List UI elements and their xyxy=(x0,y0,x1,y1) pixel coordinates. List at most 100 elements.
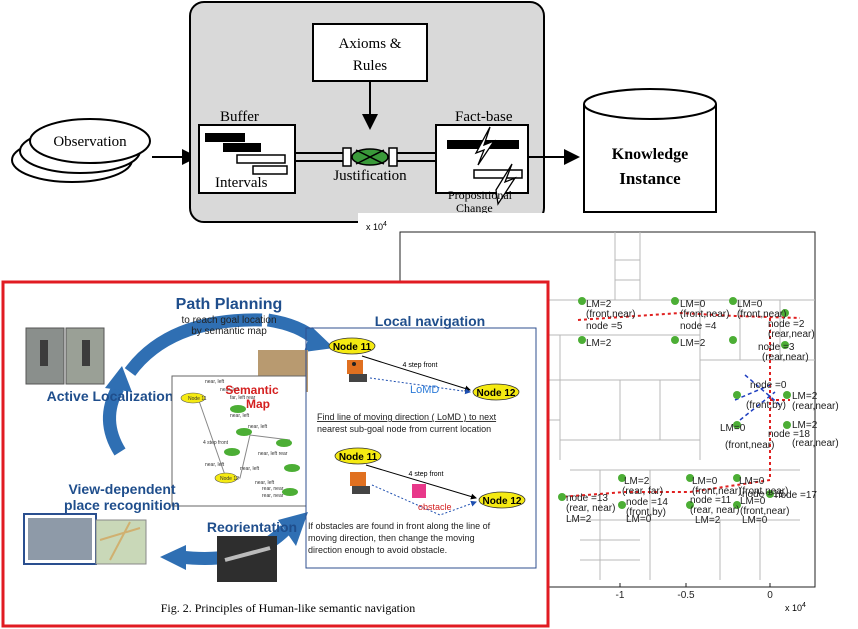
svg-text:node =14: node =14 xyxy=(626,497,668,508)
svg-text:(rear,near): (rear,near) xyxy=(762,352,809,363)
svg-text:LM=2: LM=2 xyxy=(792,391,818,402)
reorientation-title: Reorientation xyxy=(207,519,297,535)
path-planning-title: Path Planning xyxy=(176,296,283,313)
svg-text:Node 12: Node 12 xyxy=(220,476,239,482)
observation-label: Observation xyxy=(53,134,127,150)
scenario-lomd: Node 11 Node 12 4 step front LoMD Find l… xyxy=(317,337,520,434)
svg-text:(rear,near): (rear,near) xyxy=(792,401,839,412)
svg-text:near, left: near, left xyxy=(205,462,225,468)
knowledge-label-line2: Instance xyxy=(619,169,681,188)
svg-text:LM=2: LM=2 xyxy=(680,338,706,349)
svg-text:near, left: near, left xyxy=(220,387,240,393)
svg-text:LM=0: LM=0 xyxy=(626,514,652,525)
svg-text:(front,by): (front,by) xyxy=(746,400,786,411)
svg-text:LM=2: LM=2 xyxy=(792,420,818,431)
semantic-map-panel: Node 11 near, left near, left far, left … xyxy=(171,350,308,507)
svg-text:LM=0: LM=0 xyxy=(739,476,765,487)
svg-text:node =5: node =5 xyxy=(586,321,623,332)
svg-text:4 step front: 4 step front xyxy=(402,362,437,369)
corridor-photo xyxy=(25,327,105,385)
svg-text:LoMD: LoMD xyxy=(410,384,439,396)
semantic-map-label-line1: Semantic xyxy=(225,383,279,397)
svg-text:LM=0: LM=0 xyxy=(742,515,768,526)
svg-text:(rear, near): (rear, near) xyxy=(690,505,739,516)
svg-text:LM=2: LM=2 xyxy=(586,299,612,310)
place-recognition-photos xyxy=(23,513,147,565)
svg-text:Find line of moving direction: Find line of moving direction ( LoMD ) t… xyxy=(317,412,497,422)
svg-text:LM=2: LM=2 xyxy=(566,514,592,525)
obstacle-box xyxy=(412,484,426,498)
svg-text:node =17: node =17 xyxy=(775,490,817,501)
intervals-label: Intervals xyxy=(215,175,268,191)
scenario-obstacle: Node 11 Node 12 4 step front obstacle If… xyxy=(308,447,526,555)
svg-text:(front,near): (front,near) xyxy=(680,309,729,320)
justification-label: Justification xyxy=(333,168,407,184)
path-planning-sub2: by semantic map xyxy=(191,326,267,337)
buffer-label: Buffer xyxy=(220,109,259,125)
propositional-label-line1: Propositional xyxy=(448,188,513,202)
highlight-frame xyxy=(1,280,550,628)
active-localization-title: Active Localization xyxy=(47,388,174,404)
svg-text:0: 0 xyxy=(767,590,773,601)
svg-text:node =0: node =0 xyxy=(750,380,787,391)
svg-text:4 step front: 4 step front xyxy=(408,471,443,478)
path-planning-sub1: to reach goal location xyxy=(181,315,276,326)
semantic-navigation-figure: Path Planning to reach goal location by … xyxy=(1,280,550,628)
propositional-label-line2: Change xyxy=(456,201,493,215)
robot-icon xyxy=(347,360,367,382)
figure-caption: Fig. 2. Principles of Human-like semanti… xyxy=(161,601,416,615)
svg-text:(front,near): (front,near) xyxy=(586,309,635,320)
svg-text:LM=0: LM=0 xyxy=(740,496,766,507)
svg-text:(rear, near): (rear, near) xyxy=(566,503,615,514)
svg-text:node =3: node =3 xyxy=(758,342,795,353)
svg-text:LM=2: LM=2 xyxy=(695,515,721,526)
svg-text:near, left: near, left xyxy=(255,480,275,486)
svg-text:(rear,near): (rear,near) xyxy=(768,329,815,340)
heading-lines xyxy=(734,374,781,421)
robot-icon-2 xyxy=(350,472,370,494)
knowledge-instance-cylinder: Knowledge Instance xyxy=(583,88,717,213)
svg-text:near, left: near, left xyxy=(205,379,225,385)
reasoning-pipeline-diagram: Observation Axioms & Rules Buffer Interv… xyxy=(11,1,717,223)
svg-text:(rear,near): (rear,near) xyxy=(792,438,839,449)
svg-text:near, left: near, left xyxy=(240,466,260,472)
svg-text:obstacle: obstacle xyxy=(418,502,452,512)
svg-text:If obstacles are found in fron: If obstacles are found in front along th… xyxy=(308,521,491,531)
svg-text:node =16: node =16 xyxy=(742,489,784,500)
view-dependent-title-line1: View-dependent xyxy=(68,481,175,497)
svg-text:direction enough to avoid obst: direction enough to avoid obstacle. xyxy=(308,545,447,555)
x-exponent: x 104 xyxy=(785,602,806,613)
svg-text:(front,near): (front,near) xyxy=(692,486,741,497)
svg-text:(front,near): (front,near) xyxy=(740,506,789,517)
svg-text:far, left rear: far, left rear xyxy=(230,395,256,401)
svg-text:node =4: node =4 xyxy=(680,321,717,332)
svg-text:Node 11: Node 11 xyxy=(339,452,378,463)
svg-text:Node 12: Node 12 xyxy=(483,496,522,507)
semantic-map-label-line2: Map xyxy=(246,397,270,411)
justification-valve-icon xyxy=(342,147,398,167)
axioms-label-line1: Axioms & xyxy=(339,36,402,52)
axioms-label-line2: Rules xyxy=(353,58,387,74)
svg-text:rear, near: rear, near xyxy=(262,493,284,499)
svg-text:LM=0: LM=0 xyxy=(680,299,706,310)
svg-text:LM=2: LM=2 xyxy=(624,476,650,487)
svg-text:LM=2: LM=2 xyxy=(586,338,612,349)
knowledge-label-line1: Knowledge xyxy=(612,146,688,163)
local-navigation-box xyxy=(305,327,537,569)
svg-text:near, left rear: near, left rear xyxy=(258,451,288,457)
svg-text:near, left: near, left xyxy=(230,413,250,419)
fact-base-label: Fact-base xyxy=(455,109,513,125)
svg-text:(front,near): (front,near) xyxy=(725,440,774,451)
svg-text:moving direction, then change: moving direction, then change the moving xyxy=(308,533,475,543)
svg-text:(front,near): (front,near) xyxy=(737,309,786,320)
axioms-box xyxy=(312,23,428,82)
svg-text:LM=0: LM=0 xyxy=(720,423,746,434)
landmark-markers xyxy=(558,297,791,509)
view-dependent-title-line2: place recognition xyxy=(64,497,180,513)
svg-text:node =2: node =2 xyxy=(768,319,805,330)
x-axis-ticks: -1 -0.5 0 xyxy=(616,583,773,601)
y-exponent: x 104 xyxy=(366,221,387,232)
svg-text:node =18: node =18 xyxy=(768,429,810,440)
svg-text:(front,by): (front,by) xyxy=(626,507,666,518)
